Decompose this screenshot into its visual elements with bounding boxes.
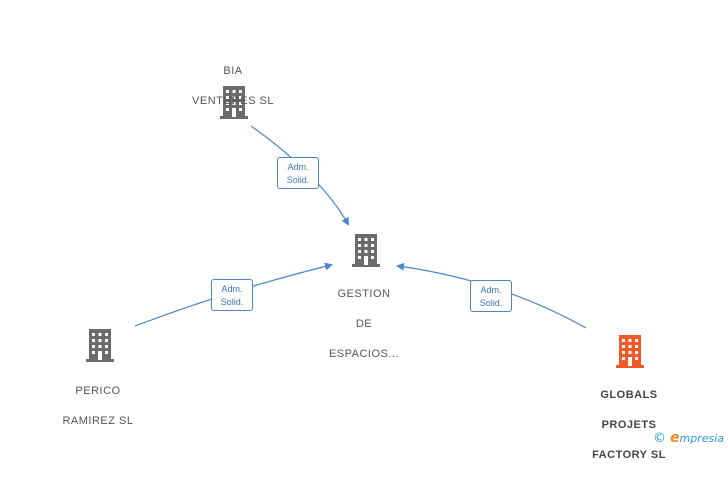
edge-label-perico-gestion: Adm. Solid.	[211, 279, 253, 311]
node-name-line2: RAMIREZ SL	[62, 415, 134, 427]
node-name-line2: VENTURES SL	[192, 95, 274, 107]
edge-label-line1: Adm.	[480, 285, 502, 295]
edge-label-line1: Adm.	[221, 284, 243, 294]
node-name-line1: PERICO	[75, 385, 121, 397]
node-label-perico[interactable]: PERICO RAMIREZ SL	[48, 369, 148, 444]
node-label-bia[interactable]: BIA VENTURES SL	[183, 49, 283, 124]
node-label-gestion[interactable]: GESTION DE ESPACIOS...	[314, 272, 414, 377]
node-name-line2: PROJETS	[601, 419, 657, 431]
node-name-line3: FACTORY SL	[592, 449, 666, 461]
edge-label-line2: Solid.	[220, 297, 244, 307]
edge-label-bia-gestion: Adm. Solid.	[277, 157, 319, 189]
node-name-line1: GLOBALS	[600, 389, 658, 401]
node-name-line1: BIA	[223, 65, 243, 77]
empresia-logo: ©empresia	[653, 430, 724, 446]
node-name-line2: DE	[355, 318, 373, 330]
node-name-line3: ESPACIOS...	[328, 348, 400, 360]
building-icon-perico[interactable]	[86, 329, 114, 362]
logo-text: mpresia	[679, 432, 724, 445]
building-icon-gestion[interactable]	[352, 234, 380, 267]
edge-label-globals-gestion: Adm. Solid.	[470, 280, 512, 312]
node-name-line1: GESTION	[337, 288, 391, 300]
node-label-globals[interactable]: GLOBALS PROJETS FACTORY SL	[574, 373, 684, 478]
edge-label-line1: Adm.	[287, 162, 309, 172]
copyright-icon: ©	[652, 431, 666, 446]
edge-label-line2: Solid.	[286, 175, 310, 185]
building-icon-globals[interactable]	[616, 335, 644, 368]
logo-initial: e	[669, 430, 680, 446]
edge-label-line2: Solid.	[479, 298, 503, 308]
